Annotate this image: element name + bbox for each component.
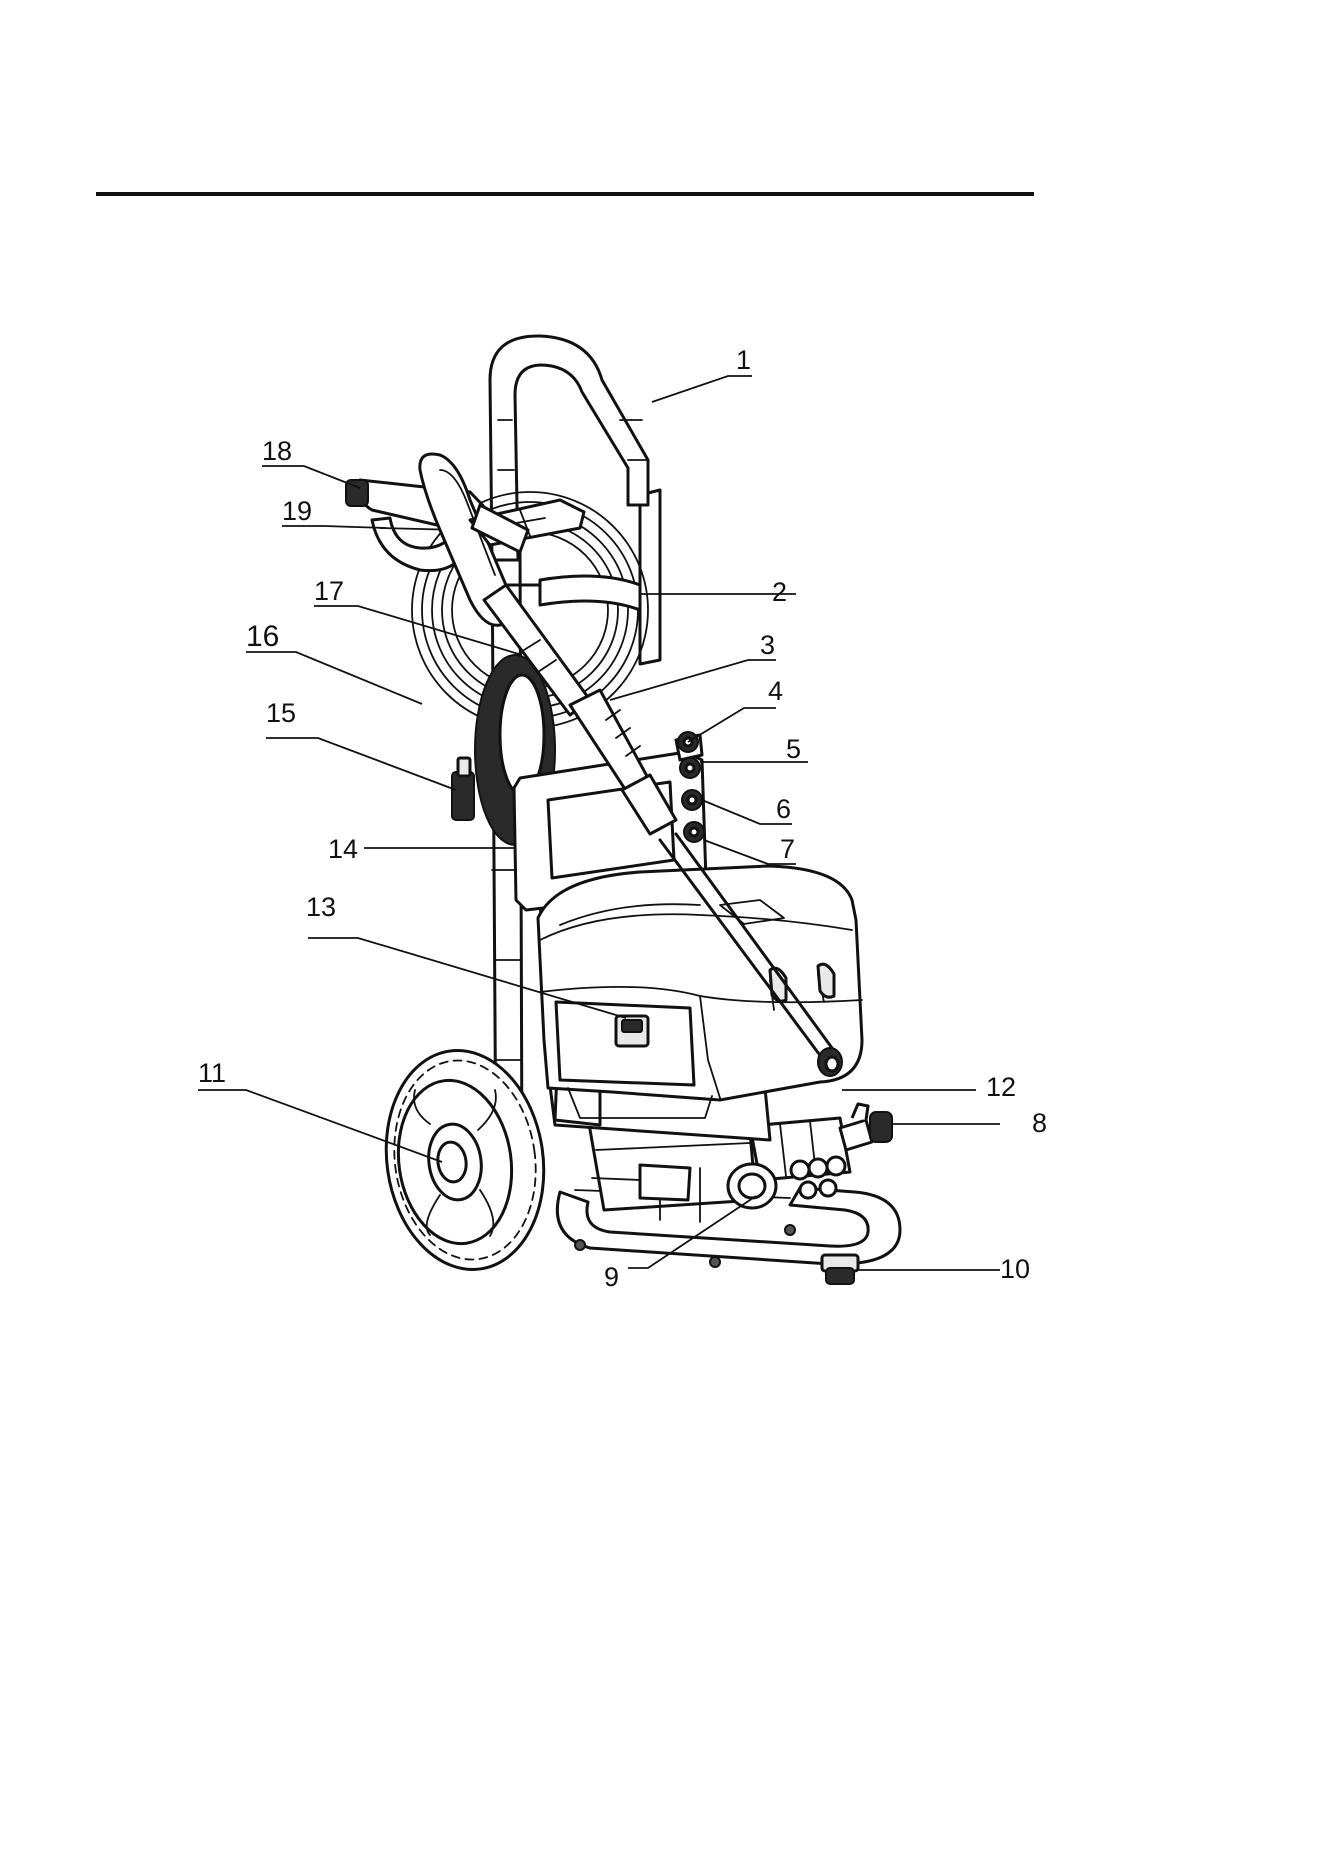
callout-1: 1 — [736, 345, 751, 375]
wheel — [372, 1040, 557, 1280]
callout-16: 16 — [246, 620, 279, 653]
callout-19: 19 — [282, 496, 312, 526]
callout-15: 15 — [266, 698, 296, 728]
callout-11: 11 — [198, 1058, 226, 1088]
callout-3: 3 — [760, 630, 775, 660]
callout-18: 18 — [262, 436, 292, 466]
callout-5: 5 — [786, 734, 801, 764]
callout-10: 10 — [1000, 1254, 1030, 1284]
callout-14: 14 — [328, 834, 358, 864]
callout-12: 12 — [986, 1072, 1016, 1102]
callout-8: 8 — [1032, 1108, 1047, 1138]
callout-2: 2 — [772, 577, 787, 607]
callout-6: 6 — [776, 794, 791, 824]
callout-7: 7 — [780, 834, 795, 864]
callout-17: 17 — [314, 576, 344, 606]
callout-9: 9 — [604, 1262, 619, 1292]
callout-4: 4 — [768, 676, 783, 706]
machine-illustration — [346, 336, 900, 1284]
callout-13: 13 — [306, 892, 336, 922]
